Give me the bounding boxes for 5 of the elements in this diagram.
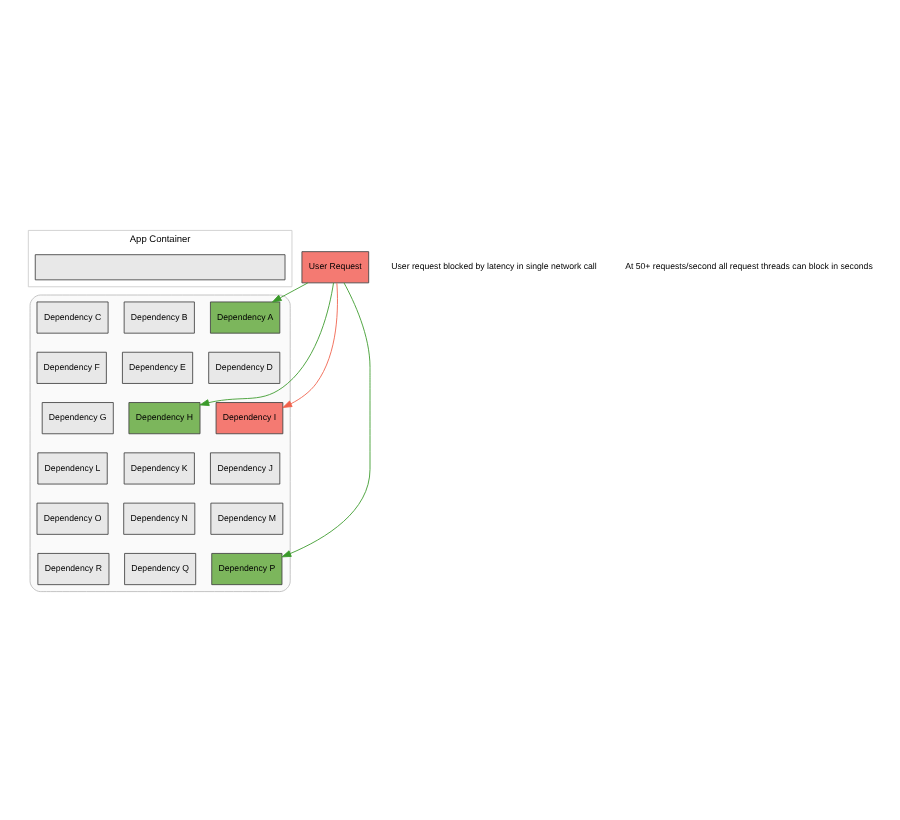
arrow — [272, 281, 309, 302]
arrow — [281, 281, 371, 557]
arrow — [282, 281, 338, 407]
node-box — [34, 253, 286, 280]
arrow — [199, 281, 334, 406]
